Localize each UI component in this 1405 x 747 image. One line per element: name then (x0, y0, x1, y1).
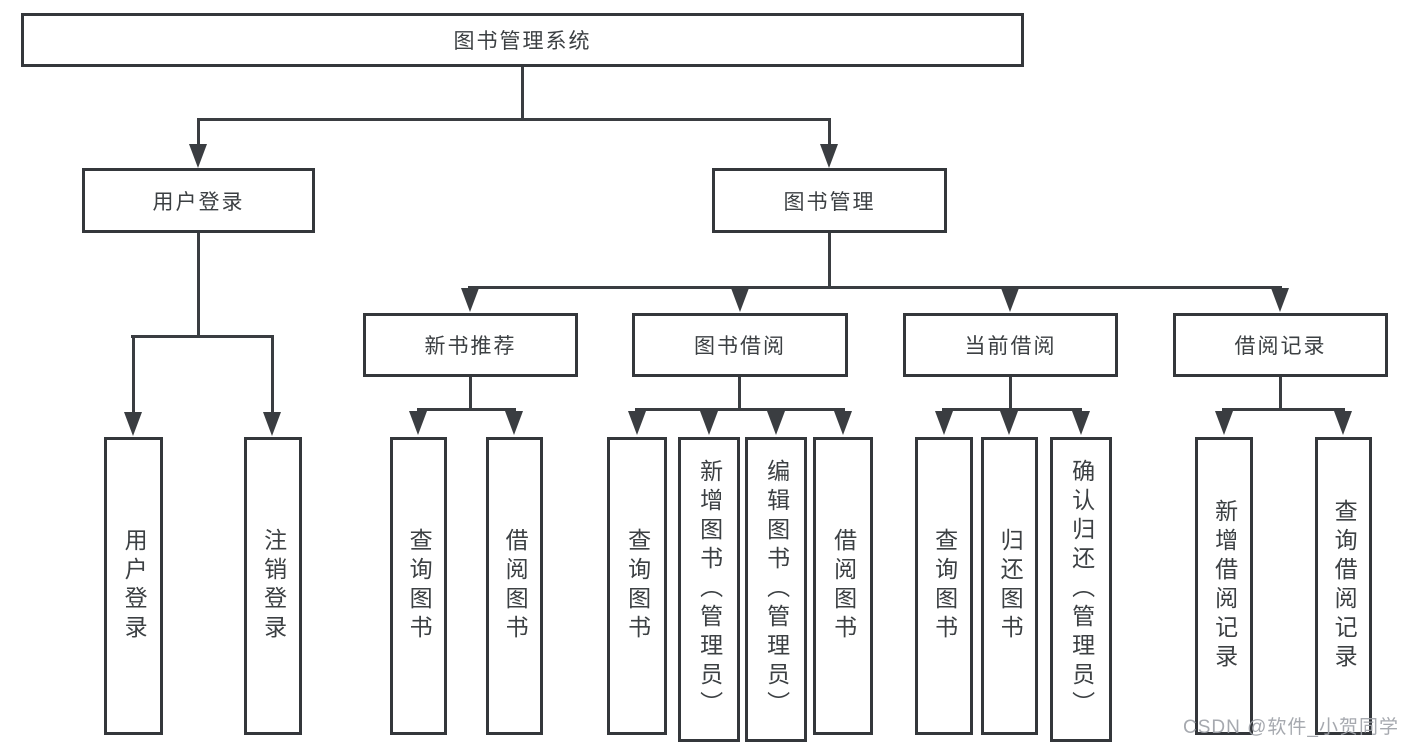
connector-group-hline (1222, 408, 1345, 411)
arrow-down-icon (820, 144, 838, 168)
leaf-edit-book-admin: 编辑图书（管理员） (745, 437, 807, 742)
connector-leaf-drop (132, 335, 135, 413)
leaf-label: 编辑图书（管理员） (763, 459, 790, 720)
leaf-return-book: 归还图书 (981, 437, 1038, 735)
arrow-down-icon (1001, 288, 1019, 312)
connector-group-hline (635, 408, 845, 411)
arrow-down-icon (1215, 411, 1233, 435)
leaf-label: 借阅图书 (830, 528, 857, 644)
arrow-down-icon (628, 411, 646, 435)
connector-book-mgmt-drop (828, 118, 831, 145)
connector-user-login-drop (197, 118, 200, 145)
leaf-label: 查询借阅记录 (1331, 499, 1358, 673)
connector-level2-hline (468, 286, 1282, 289)
connector-group-stem (738, 377, 741, 411)
leaf-label: 确认归还（管理员） (1068, 459, 1095, 720)
leaf-label: 查询图书 (931, 528, 958, 644)
arrow-down-icon (700, 411, 718, 435)
node-label: 当前借阅 (964, 335, 1057, 358)
connector-user-login-stem (197, 233, 200, 337)
leaf-query-books: 查询图书 (915, 437, 973, 735)
leaf-borrow-books: 借阅图书 (486, 437, 543, 735)
leaf-add-book-admin: 新增图书（管理员） (678, 437, 740, 742)
leaf-label: 查询图书 (624, 528, 651, 644)
leaf-label: 借阅图书 (502, 528, 529, 644)
node-label: 图书管理系统 (453, 30, 592, 53)
arrow-down-icon (409, 411, 427, 435)
leaf-query-books: 查询图书 (390, 437, 447, 735)
arrow-down-icon (731, 288, 749, 312)
node-label: 新书推荐 (424, 335, 517, 358)
node-label: 图书借阅 (694, 335, 786, 358)
leaf-confirm-return-admin: 确认归还（管理员） (1050, 437, 1112, 742)
node-current-borrow: 当前借阅 (903, 313, 1118, 377)
node-user-login: 用户登录 (82, 168, 315, 233)
arrow-down-icon (505, 411, 523, 435)
leaf-label: 注销登录 (260, 528, 287, 644)
arrow-down-icon (1271, 288, 1289, 312)
connector-group-stem (1009, 377, 1012, 411)
leaf-logout-login: 注销登录 (244, 437, 302, 735)
connector-book-mgmt-stem (828, 233, 831, 289)
arrow-down-icon (461, 288, 479, 312)
arrow-down-icon (1072, 411, 1090, 435)
connector-user-login-hline (131, 335, 274, 338)
arrow-down-icon (767, 411, 785, 435)
connector-root-stem (521, 67, 524, 121)
arrow-down-icon (189, 144, 207, 168)
leaf-label: 查询图书 (406, 528, 433, 644)
leaf-label: 新增图书（管理员） (696, 459, 723, 720)
arrow-down-icon (834, 411, 852, 435)
arrow-down-icon (263, 412, 281, 436)
node-new-book-recommend: 新书推荐 (363, 313, 578, 377)
leaf-label: 新增借阅记录 (1211, 499, 1238, 673)
node-label: 借阅记录 (1234, 335, 1327, 358)
csdn-watermark: CSDN @软件_小贺同学 (1183, 717, 1399, 738)
connector-leaf-drop (271, 335, 274, 413)
connector-group-stem (1279, 377, 1282, 411)
arrow-down-icon (1000, 411, 1018, 435)
arrow-down-icon (1334, 411, 1352, 435)
connector-level1-hline (197, 118, 831, 121)
connector-group-hline (942, 408, 1082, 411)
leaf-label: 用户登录 (121, 528, 148, 644)
node-borrow-records: 借阅记录 (1173, 313, 1388, 377)
arrow-down-icon (935, 411, 953, 435)
arrow-down-icon (124, 412, 142, 436)
node-label: 图书管理 (783, 190, 876, 214)
node-book-borrow: 图书借阅 (632, 313, 848, 377)
node-library-management-system: 图书管理系统 (21, 13, 1024, 67)
leaf-borrow-books: 借阅图书 (813, 437, 873, 735)
node-book-management: 图书管理 (712, 168, 947, 233)
connector-group-hline (417, 408, 516, 411)
leaf-label: 归还图书 (997, 528, 1024, 644)
leaf-add-borrow-record: 新增借阅记录 (1195, 437, 1253, 735)
leaf-query-borrow-record: 查询借阅记录 (1315, 437, 1372, 735)
node-label: 用户登录 (152, 190, 245, 214)
connector-group-stem (469, 377, 472, 411)
leaf-user-login: 用户登录 (104, 437, 163, 735)
leaf-query-books: 查询图书 (607, 437, 667, 735)
